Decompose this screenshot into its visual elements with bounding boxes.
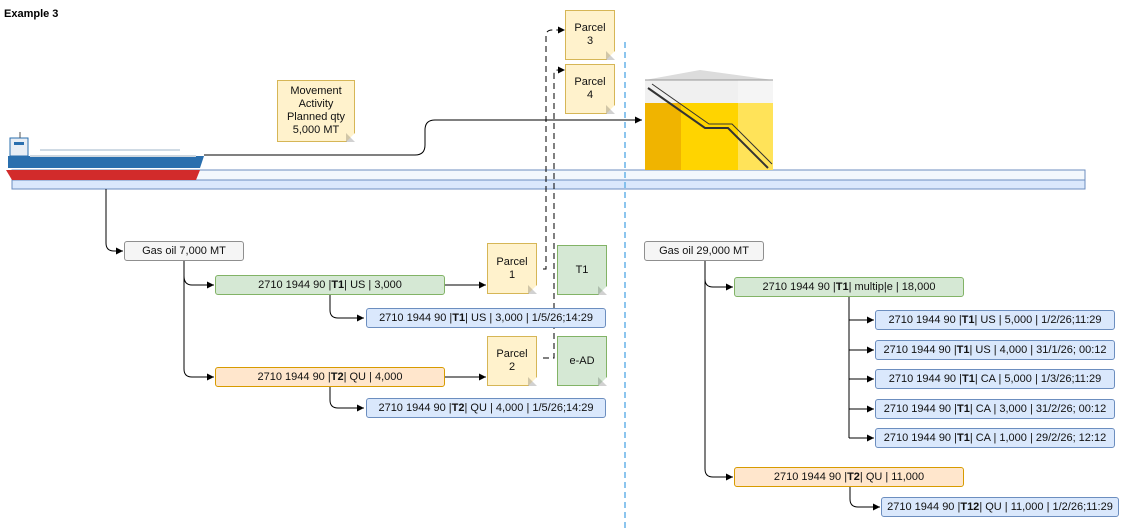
right-t1-detail: 2710 1944 90 | T1 | CA | 5,000 | 1/3/26;… — [875, 369, 1115, 389]
left-t2-line: 2710 1944 90 | T2 | QU | 4,000 — [215, 367, 445, 387]
right-t1-detail: 2710 1944 90 | T1 | CA | 3,000 | 31/2/26… — [875, 399, 1115, 419]
page-title: Example 3 — [4, 8, 59, 20]
right-t12-detail: 2710 1944 90 | T12| QU | 11,000 | 1/2/26… — [881, 497, 1119, 517]
ead-document-note: e-AD — [557, 336, 607, 386]
ship-icon — [6, 132, 204, 180]
left-t2-detail: 2710 1944 90 | T2 | QU | 4,000 | 1/5/26;… — [366, 398, 606, 418]
right-t1-detail: 2710 1944 90 | T1 | US | 4,000 | 31/1/26… — [875, 340, 1115, 360]
left-t1-line: 2710 1944 90 | T1 | US | 3,000 — [215, 275, 445, 295]
right-t1-line: 2710 1944 90 | T1 | multip|e | 18,000 — [734, 277, 964, 297]
storage-tank-icon — [645, 70, 773, 170]
left-gas-oil-header: Gas oil 7,000 MT — [124, 241, 244, 261]
jetty-bar-lower — [11, 179, 1086, 190]
right-t2-line: 2710 1944 90 | T2 | QU | 11,000 — [734, 467, 964, 487]
right-gas-oil-header: Gas oil 29,000 MT — [644, 241, 764, 261]
right-t1-detail: 2710 1944 90 | T1 | US | 5,000 | 1/2/26;… — [875, 310, 1115, 330]
left-t1-detail: 2710 1944 90 | T1 | US | 3,000 | 1/5/26;… — [366, 308, 606, 328]
t1-document-note: T1 — [557, 245, 607, 295]
movement-activity-note: Movement Activity Planned qty 5,000 MT — [277, 80, 355, 142]
right-t1-detail: 2710 1944 90 | T1 | CA | 1,000 | 29/2/26… — [875, 428, 1115, 448]
